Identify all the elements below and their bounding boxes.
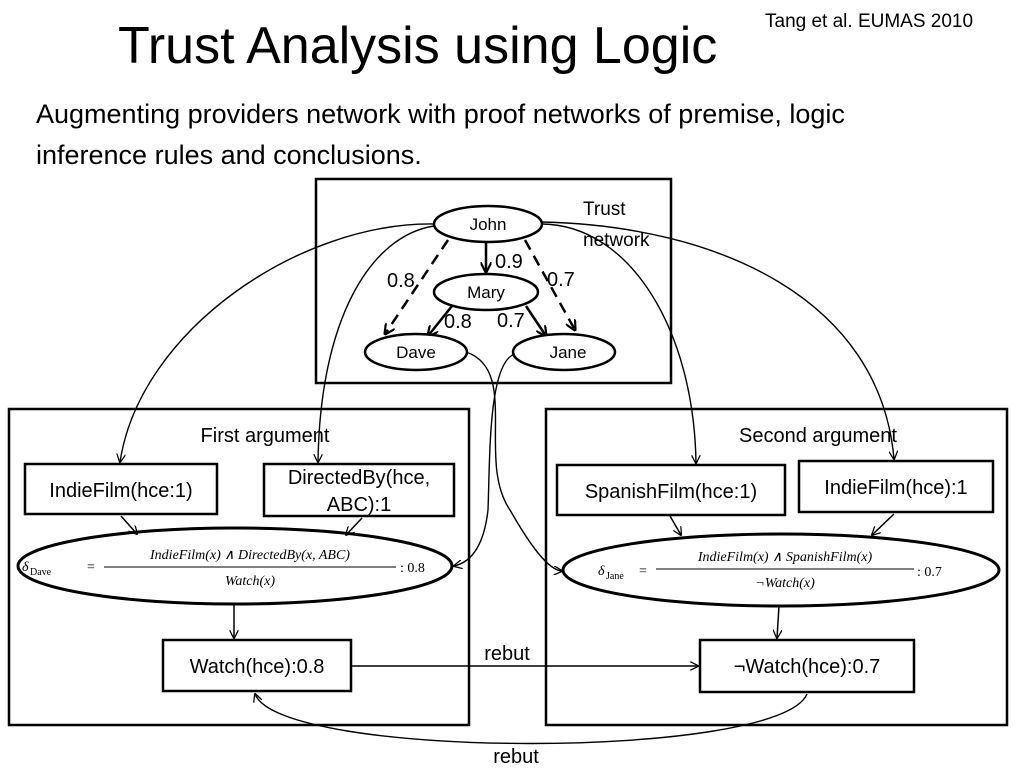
rule-jane-weight: : 0.7 [917,565,942,580]
rebut-label-top: rebut [484,643,530,665]
arrow-indiefilm-to-rule-dave [120,515,137,534]
conclusion-not-watch-label: ¬Watch(hce):0.7 [734,656,881,678]
premise-directedby-line1: DirectedBy(hce, [288,467,430,489]
node-mary-label: Mary [467,283,505,302]
slide-title: Trust Analysis using Logic [118,17,718,75]
edge-john-dave [385,239,450,334]
trust-network-label-line2: network [583,230,650,251]
first-argument-box [7,407,471,727]
slide-subtitle: Augmenting providers network with proof … [36,99,845,170]
edge-mary-dave [428,305,453,336]
premise-indiefilm-2-label: IndieFilm(hce):1 [824,477,967,499]
premise-indiefilm-2 [797,459,995,514]
edge-mary-jane [524,305,546,336]
arrow-indiefilm2-to-rule-jane [872,513,895,535]
rule-dave [16,526,454,606]
rule-dave-delta: δ [22,560,29,575]
link-dave-to-rule-jane [465,351,562,571]
weight-john-dave: 0.8 [387,270,415,292]
conclusion-watch-label: Watch(hce):0.8 [190,656,325,678]
node-john-label: John [470,215,507,234]
premise-directedby [262,462,456,518]
rebut-arrow-bottom [255,694,808,745]
premise-indiefilm-1-label: IndieFilm(hce:1) [49,480,192,502]
premise-spanishfilm-label: SpanishFilm(hce:1) [585,481,757,503]
arrow-spanishfilm-to-rule-jane [669,515,681,535]
node-jane [511,332,617,372]
conclusion-not-watch [698,638,916,694]
arrow-rule-jane-to-not-watch [777,605,779,638]
rule-jane-eq: = [639,564,647,579]
conclusion-watch [161,638,353,693]
node-dave-label: Dave [396,343,436,362]
rule-dave-weight: : 0.8 [400,561,425,576]
rebut-label-bottom: rebut [493,746,539,768]
link-jane-to-rule-dave [454,353,516,566]
premise-indiefilm-1 [23,462,219,516]
rule-jane-denominator: ¬Watch(x) [755,576,815,591]
weight-john-mary: 0.9 [495,251,523,273]
link-john-to-spanishfilm [541,223,696,463]
weight-john-jane: 0.7 [547,269,575,291]
node-mary [432,272,540,312]
premise-directedby-line2: ABC):1 [327,494,391,516]
link-john-to-indiefilm-2 [541,221,894,459]
rule-jane-numerator: IndieFilm(x) ∧ SpanishFilm(x) [697,550,873,565]
premise-spanishfilm [555,463,787,517]
rule-dave-numerator: IndieFilm(x) ∧ DirectedBy(x, ABC) [149,548,350,563]
link-john-to-indiefilm-1 [120,223,435,462]
rule-dave-eq: = [87,560,95,575]
weight-mary-dave: 0.8 [444,311,472,333]
citation: Tang et al. EUMAS 2010 [765,11,974,32]
rule-jane-sub: Jane [606,571,624,582]
weight-mary-jane: 0.7 [497,310,525,332]
rule-dave-denominator: Watch(x) [225,574,275,589]
second-argument-box [544,407,1009,727]
link-john-to-directedby [318,225,435,462]
rule-dave-sub: Dave [30,567,52,578]
trust-network-label-line1: Trust [583,199,626,220]
arrow-directedby-to-rule-dave [346,517,363,535]
node-jane-label: Jane [550,343,587,362]
first-argument-title: First argument [201,425,330,447]
trust-network-box [314,177,673,385]
second-argument-title: Second argument [739,425,897,447]
rule-jane-delta: δ [598,564,605,579]
